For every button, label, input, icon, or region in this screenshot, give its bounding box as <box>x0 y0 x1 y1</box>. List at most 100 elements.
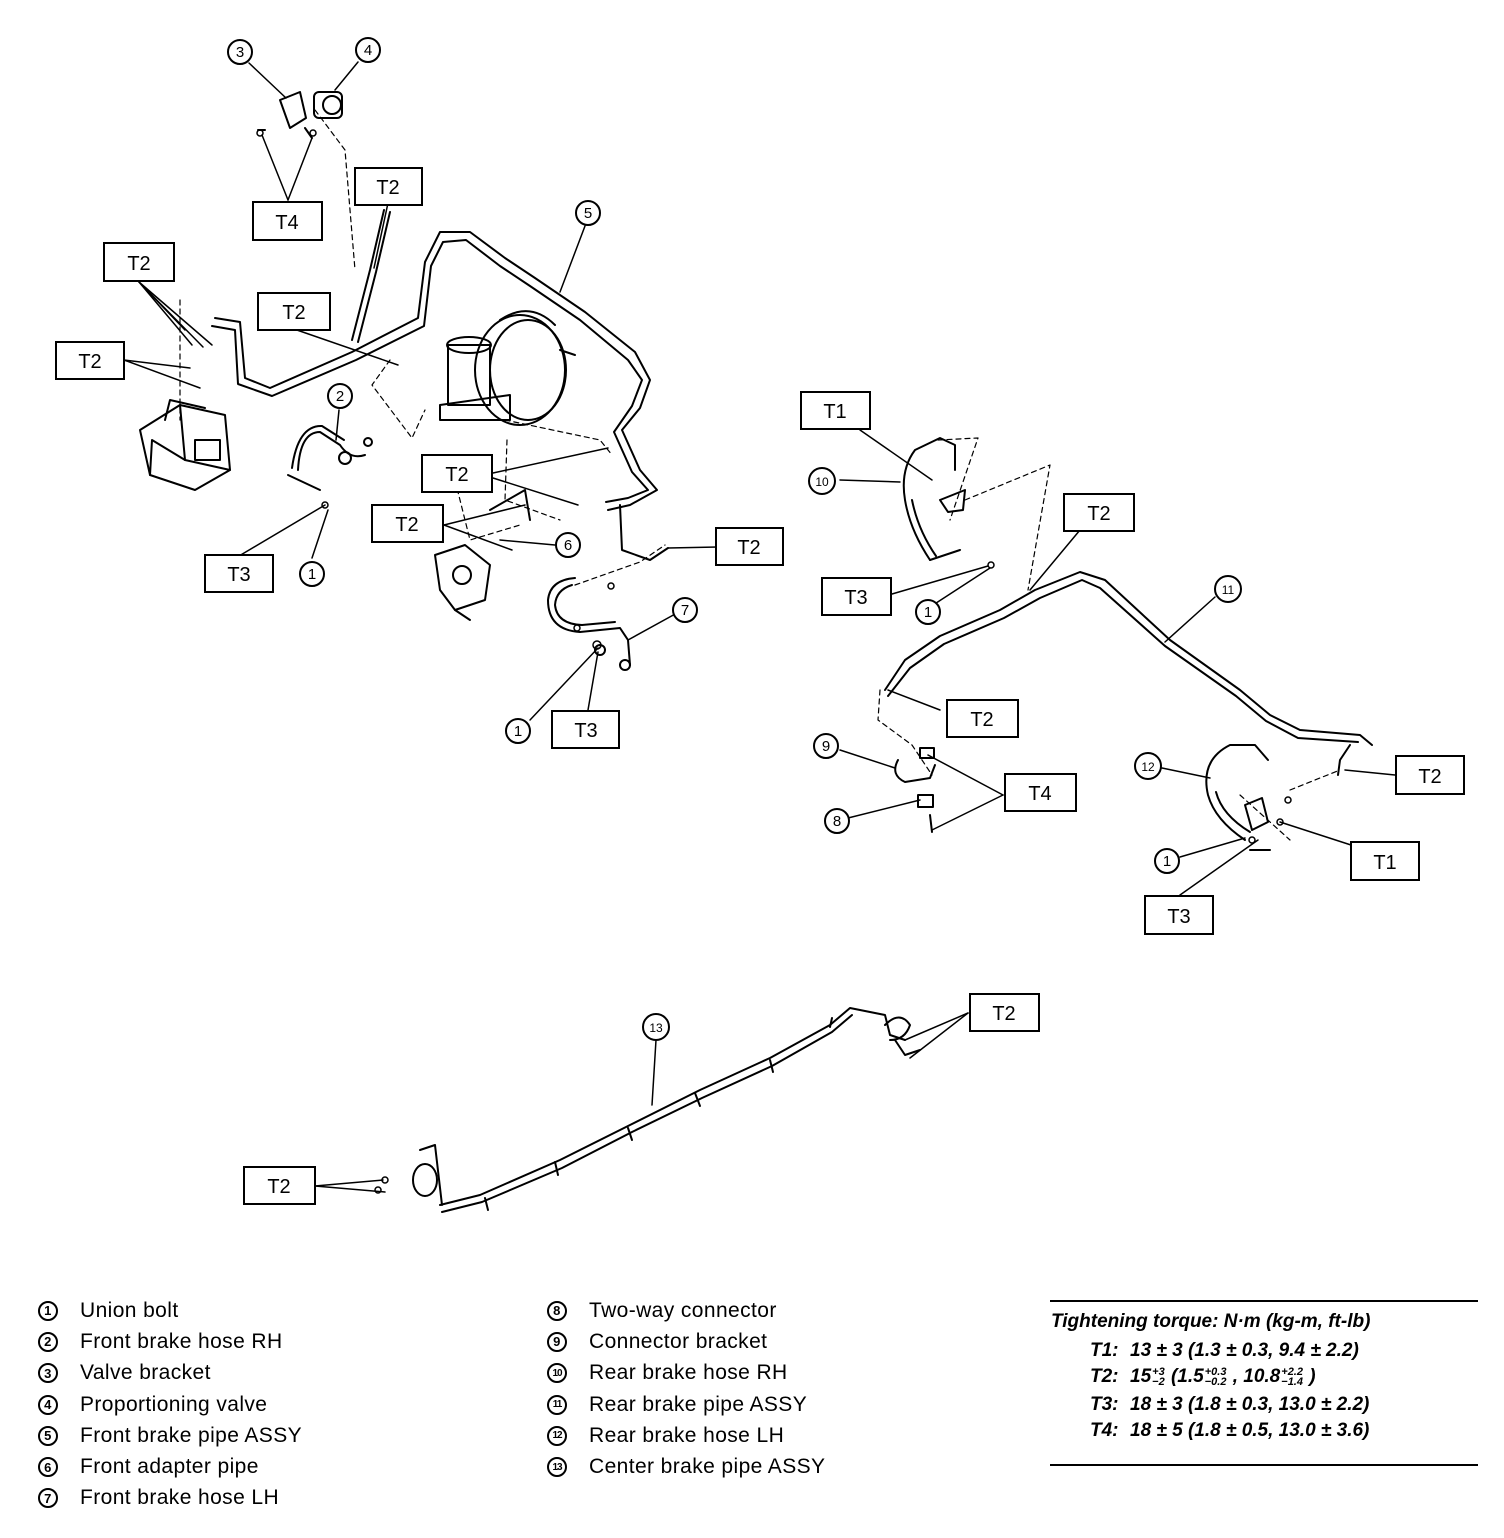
torque-key: T4: <box>1090 1420 1119 1441</box>
leader-lines <box>123 61 1396 1193</box>
torque-key: T3: <box>1090 1394 1119 1415</box>
torque-tol-minus: −1.4 <box>1281 1375 1303 1388</box>
legend-label: Rear brake pipe ASSY <box>589 1392 808 1416</box>
svg-text:T2: T2 <box>445 464 468 486</box>
torque-value-mid: (1.5 <box>1165 1366 1204 1387</box>
legend-item: 6 Front adapter pipe <box>38 1451 302 1482</box>
legend-label: Proportioning valve <box>80 1392 268 1416</box>
torque-tol-minus: −2 <box>1152 1375 1165 1388</box>
svg-text:T2: T2 <box>376 177 399 199</box>
svg-text:T2: T2 <box>267 1176 290 1198</box>
svg-text:T2: T2 <box>970 709 993 731</box>
svg-text:T3: T3 <box>227 564 250 586</box>
front-caliper <box>434 544 491 621</box>
legend-number: 11 <box>547 1394 567 1415</box>
torque-key: T1: <box>1090 1340 1119 1361</box>
legend-label: Front brake pipe ASSY <box>80 1423 303 1447</box>
legend-label: Rear brake hose RH <box>589 1361 788 1385</box>
torque-tol-plus: +0.3 <box>1204 1365 1227 1378</box>
torque-tol-plus: +3 <box>1152 1365 1165 1378</box>
legend-number: 2 <box>38 1331 58 1352</box>
svg-text:3: 3 <box>236 44 244 61</box>
tag-t2-rear-right: T2 <box>1395 755 1465 795</box>
rear-brake-pipe-assy <box>884 571 1373 776</box>
svg-text:12: 12 <box>1141 760 1155 774</box>
legend-number: 7 <box>38 1488 58 1509</box>
svg-text:5: 5 <box>584 205 592 222</box>
torque-value-base: 15 <box>1130 1366 1152 1387</box>
torque-row-t2: T2:15+3−2 (1.5+0.3−0.2 , 10.8+2.2−1.4 ) <box>1090 1366 1316 1388</box>
callout-7: 7 <box>672 597 698 623</box>
legend-number: 13 <box>547 1457 567 1478</box>
svg-text:T3: T3 <box>1167 906 1190 928</box>
svg-text:T4: T4 <box>1028 783 1051 805</box>
legend-item: 7 Front brake hose LH <box>38 1483 302 1514</box>
legend-number: 9 <box>547 1331 567 1352</box>
callout-13: 13 <box>642 1013 670 1041</box>
svg-text:T2: T2 <box>395 514 418 536</box>
torque-tol-plus: +2.2 <box>1281 1365 1303 1378</box>
svg-text:T4: T4 <box>275 212 298 234</box>
tag-t2-front-right: T2 <box>715 527 784 566</box>
tag-t1-rear-top: T1 <box>800 391 871 430</box>
legend-label: Connector bracket <box>589 1329 768 1353</box>
callout-2: 2 <box>327 383 353 409</box>
tag-t3-left: T3 <box>204 554 274 593</box>
legend-item: 9 Connector bracket <box>547 1326 825 1357</box>
tag-t1-rear-right: T1 <box>1350 841 1420 881</box>
svg-text:T2: T2 <box>78 351 101 373</box>
tag-t2-center-lower: T2 <box>371 504 444 543</box>
legend-label: Two-way connector <box>589 1298 777 1322</box>
torque-row-t4: T4:18 ± 5 (1.8 ± 0.5, 13.0 ± 3.6) <box>1090 1420 1369 1442</box>
legend-number: 6 <box>38 1457 58 1478</box>
callout-1-front-left: 1 <box>299 561 325 587</box>
svg-text:T2: T2 <box>127 253 150 275</box>
legend-label: Center brake pipe ASSY <box>589 1455 826 1479</box>
tag-t2-center-pipe-right: T2 <box>969 993 1040 1032</box>
svg-text:1: 1 <box>514 723 522 740</box>
torque-value-end: ) <box>1303 1366 1316 1387</box>
proportioning-valve <box>257 91 343 139</box>
torque-title: Tightening torque: N·m (kg-m, ft-lb) <box>1051 1311 1371 1332</box>
svg-text:T3: T3 <box>574 720 597 742</box>
legend-label: Valve bracket <box>80 1361 211 1385</box>
svg-text:9: 9 <box>822 738 830 755</box>
legend-label: Union bolt <box>80 1298 179 1322</box>
svg-text:2: 2 <box>336 388 344 405</box>
legend-number: 12 <box>547 1425 567 1446</box>
tag-t2-top: T2 <box>354 167 423 206</box>
legend-number: 1 <box>38 1300 58 1321</box>
front-brake-hose-lh <box>547 577 631 671</box>
legend-label: Front brake hose LH <box>80 1486 280 1510</box>
torque-row-t1: T1:13 ± 3 (1.3 ± 0.3, 9.4 ± 2.2) <box>1090 1340 1359 1362</box>
legend-label: Front adapter pipe <box>80 1455 259 1479</box>
tag-t2-left-lower: T2 <box>55 341 125 380</box>
svg-text:T3: T3 <box>844 587 867 609</box>
callout-1-rear: 1 <box>915 599 941 625</box>
torque-value: 18 ± 3 (1.8 ± 0.3, 13.0 ± 2.2) <box>1130 1394 1370 1415</box>
torque-value-mid: , 10.8 <box>1227 1366 1281 1387</box>
svg-text:8: 8 <box>833 813 841 830</box>
svg-text:6: 6 <box>564 537 572 554</box>
rear-brake-hose-rh <box>902 437 966 561</box>
callout-6: 6 <box>555 532 581 558</box>
legend-item: 11 Rear brake pipe ASSY <box>547 1389 825 1420</box>
svg-text:T2: T2 <box>1087 503 1110 525</box>
svg-text:11: 11 <box>1222 583 1235 597</box>
callout-1-rear-right: 1 <box>1154 848 1180 874</box>
svg-text:T2: T2 <box>282 302 305 324</box>
callout-9: 9 <box>813 733 839 759</box>
svg-text:1: 1 <box>308 566 316 583</box>
svg-text:T2: T2 <box>992 1003 1015 1025</box>
legend-number: 4 <box>38 1394 58 1415</box>
legend-label: Front brake hose RH <box>80 1329 283 1353</box>
fittings <box>256 129 1292 1194</box>
torque-row-t3: T3: 18 ± 3 (1.8 ± 0.3, 13.0 ± 2.2) <box>1090 1394 1369 1416</box>
